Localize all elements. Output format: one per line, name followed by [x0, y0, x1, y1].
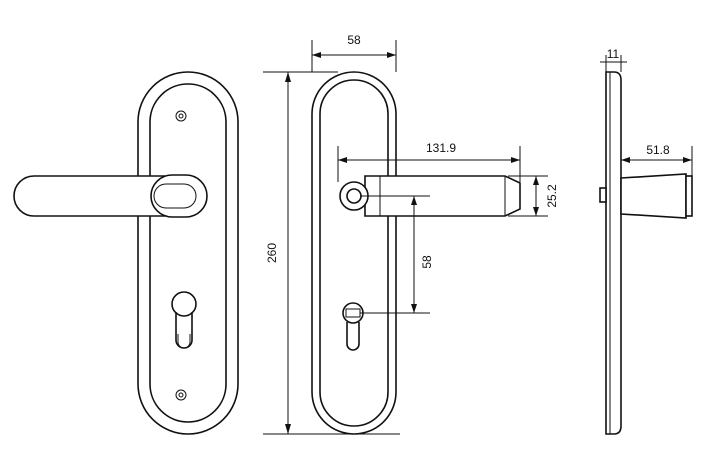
lever-rosette-inner — [153, 183, 197, 209]
cylinder-top — [171, 291, 197, 317]
screw-hole-bottom — [175, 389, 187, 401]
dim-lever-height: 25.2 — [508, 175, 559, 217]
cylinder-slot-inner — [177, 334, 191, 349]
dim-total-height: 260 — [263, 71, 400, 435]
dim-lever-projection: 51.8 — [621, 143, 693, 176]
dim-plate-width: 58 — [311, 33, 397, 72]
side-lever-tip — [685, 175, 693, 217]
plate2-outer-outline — [311, 71, 397, 435]
dim-plate-width-label: 58 — [347, 33, 361, 47]
side-plate-outer — [605, 71, 622, 435]
dim-lever-length: 131.9 — [337, 141, 521, 182]
plate2-inner-outline — [319, 79, 389, 427]
side-lever-clip — [599, 187, 607, 203]
dim-plate-thickness-label: 11 — [607, 47, 620, 61]
side-view: 11 51.8 — [599, 47, 693, 435]
lever-handle — [13, 175, 166, 217]
dim-center-distance-label: 58 — [420, 255, 434, 269]
plate-outer-outline — [137, 71, 239, 435]
cylinder2-slot — [346, 322, 360, 351]
side-lever-profile — [620, 173, 687, 219]
dim-center-distance: 58 — [411, 196, 434, 313]
dim-plate-thickness: 11 — [600, 47, 627, 72]
plate-inner-outline — [149, 83, 227, 423]
dim-lever-length-label: 131.9 — [426, 141, 456, 155]
lever-rosette — [150, 174, 208, 218]
cylinder2-cam — [345, 308, 361, 318]
dimensioned-view: 58 260 131.9 25.2 — [263, 33, 559, 435]
front-view — [13, 71, 239, 435]
screw-hole-top — [175, 110, 187, 122]
dim-lever-height-label: 25.2 — [545, 184, 559, 208]
dim-total-height-label: 260 — [265, 243, 279, 263]
dim-lever-projection-label: 51.8 — [646, 143, 670, 157]
